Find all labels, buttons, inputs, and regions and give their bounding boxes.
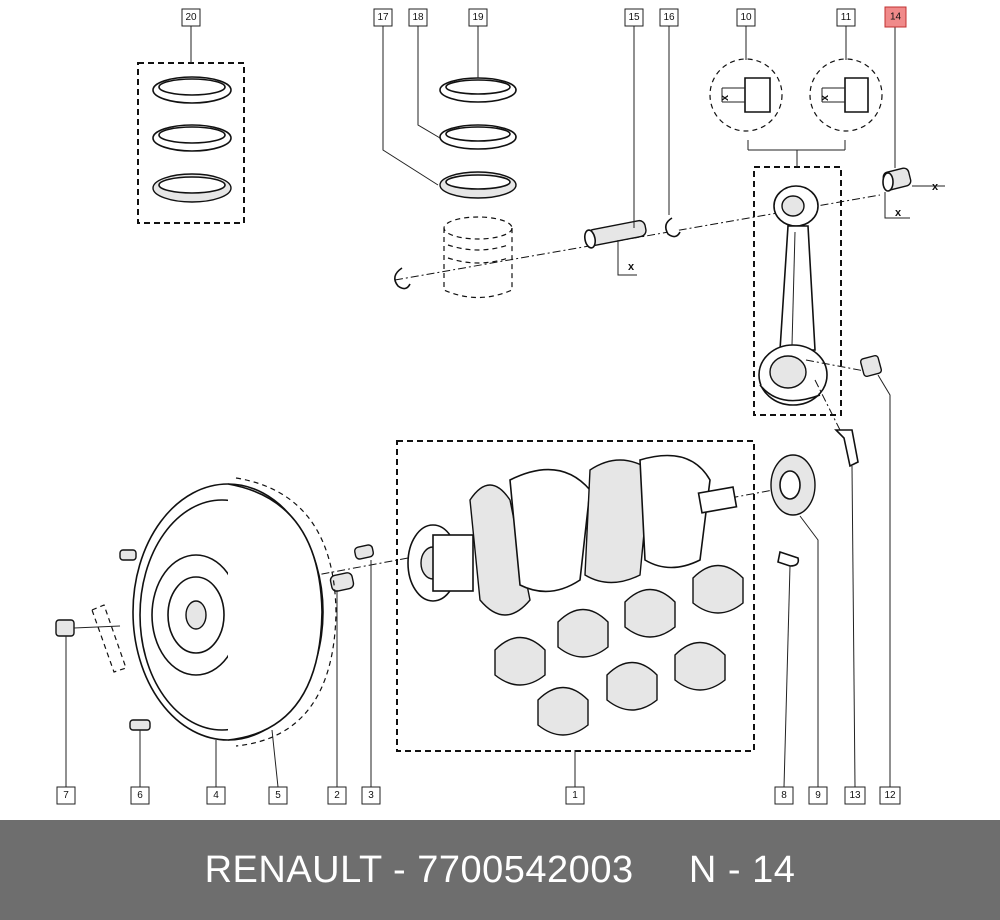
callout-label: 16 bbox=[663, 12, 675, 23]
callout-label: 6 bbox=[137, 790, 143, 801]
callout-label: 3 bbox=[368, 790, 374, 801]
svg-text:x: x bbox=[719, 94, 731, 101]
separator: - bbox=[381, 848, 418, 891]
callout-6[interactable]: 6 bbox=[130, 786, 150, 805]
callout-label: 13 bbox=[849, 790, 861, 801]
callout-20[interactable]: 20 bbox=[181, 8, 201, 27]
spacer bbox=[634, 849, 689, 891]
callout-18[interactable]: 18 bbox=[408, 8, 428, 27]
callout-label: 17 bbox=[377, 12, 389, 23]
callout-1[interactable]: 1 bbox=[565, 786, 585, 805]
callout-label: 4 bbox=[213, 790, 219, 801]
callout-14[interactable]: 14 bbox=[884, 6, 907, 28]
crankshaft-group bbox=[289, 440, 801, 752]
small-end-bush: x x bbox=[882, 167, 945, 219]
callout-label: 15 bbox=[628, 12, 640, 23]
callout-label: 7 bbox=[63, 790, 69, 801]
svg-text:x: x bbox=[895, 207, 902, 219]
callout-17[interactable]: 17 bbox=[373, 8, 393, 27]
callout-boxes: 20 17 18 19 15 16 10 11 bbox=[56, 6, 907, 805]
part-info-text: RENAULT - 7700542003 N - 14 bbox=[205, 849, 796, 892]
flywheel-group bbox=[55, 477, 337, 747]
part-number: 7700542003 bbox=[417, 848, 634, 891]
exploded-parts-diagram: x x x x x bbox=[55, 6, 945, 805]
callout-16[interactable]: 16 bbox=[659, 8, 679, 27]
main-bearing-shells bbox=[494, 564, 744, 736]
connecting-rod-group: x x bbox=[709, 58, 883, 416]
callout-4[interactable]: 4 bbox=[206, 786, 226, 805]
callout-label: 10 bbox=[740, 12, 752, 23]
svg-text:x: x bbox=[819, 94, 831, 101]
callout-label: 19 bbox=[472, 12, 484, 23]
callout-label: 12 bbox=[884, 790, 896, 801]
callout-label: 18 bbox=[412, 12, 424, 23]
callout-9[interactable]: 9 bbox=[808, 786, 828, 805]
gudgeon-pin-group: x bbox=[394, 194, 881, 281]
callout-19[interactable]: 19 bbox=[468, 8, 488, 27]
callout-2[interactable]: 2 bbox=[327, 786, 347, 805]
conrod-fasteners bbox=[805, 354, 883, 468]
part-info-banner: RENAULT - 7700542003 N - 14 bbox=[0, 820, 1000, 920]
callout-label: 20 bbox=[185, 12, 197, 23]
callout-7[interactable]: 7 bbox=[56, 786, 76, 805]
callout-8[interactable]: 8 bbox=[774, 786, 794, 805]
callout-5[interactable]: 5 bbox=[268, 786, 288, 805]
callout-15[interactable]: 15 bbox=[624, 8, 644, 27]
piston-group bbox=[394, 77, 517, 299]
callout-label: 9 bbox=[815, 790, 821, 801]
timing-sprocket bbox=[770, 454, 816, 567]
piston-ring-set-group bbox=[137, 62, 245, 224]
callout-label: 5 bbox=[275, 790, 281, 801]
callout-11[interactable]: 11 bbox=[836, 8, 856, 27]
svg-text:x: x bbox=[628, 261, 635, 273]
svg-text:x: x bbox=[932, 181, 939, 193]
brand-name: RENAULT bbox=[204, 848, 382, 891]
callout-label: 2 bbox=[334, 790, 340, 801]
callout-10[interactable]: 10 bbox=[736, 8, 756, 27]
callout-13[interactable]: 13 bbox=[844, 786, 866, 805]
callout-12[interactable]: 12 bbox=[879, 786, 901, 805]
callout-label: 14 bbox=[890, 12, 902, 23]
diagram-reference: N - 14 bbox=[688, 848, 796, 891]
spigot-bearings bbox=[329, 544, 375, 592]
callout-label: 1 bbox=[572, 790, 578, 801]
callout-leaders bbox=[65, 26, 896, 788]
callout-label: 8 bbox=[781, 790, 787, 801]
callout-label: 11 bbox=[841, 12, 852, 23]
callout-3[interactable]: 3 bbox=[361, 786, 381, 805]
